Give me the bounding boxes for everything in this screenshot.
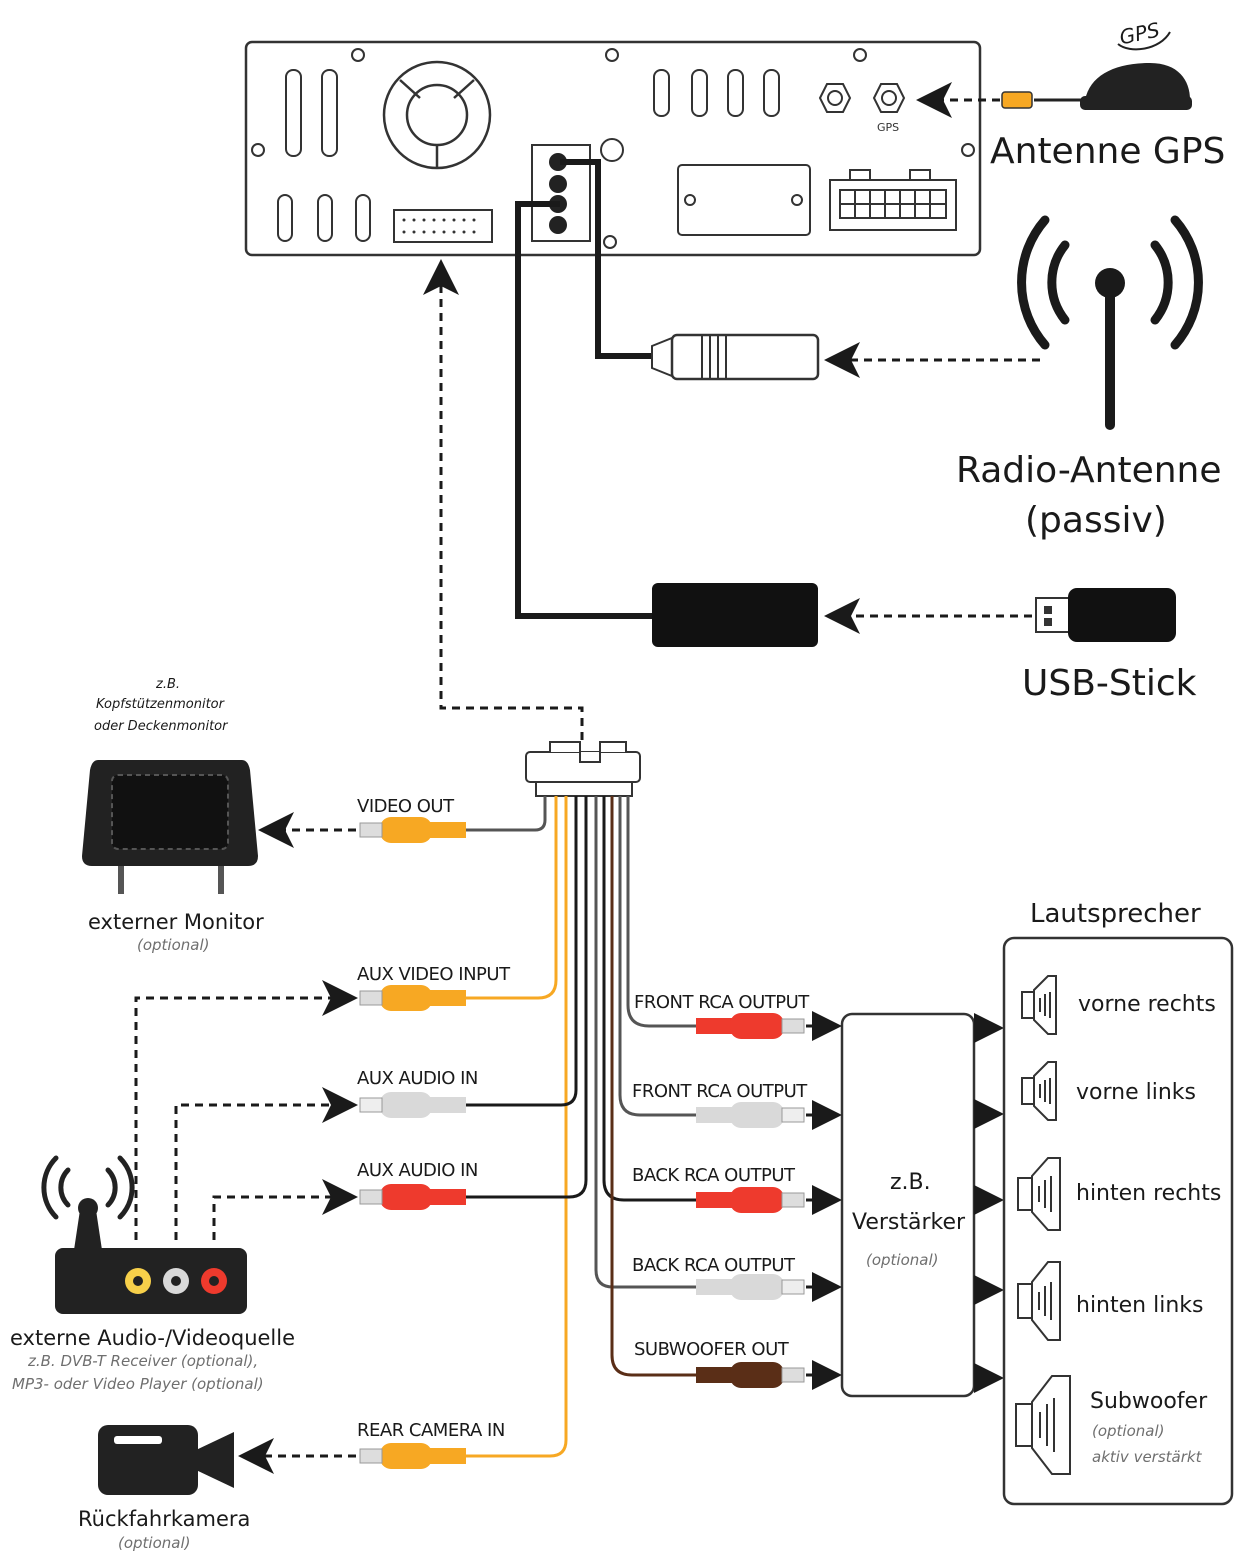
amplifier-box [840,1012,976,1398]
radio-antenna-label: Radio-Antenne [956,450,1222,491]
source-audio-left-arrow [174,1087,358,1240]
amplifier-line2: Verstärker [852,1210,966,1235]
rca-plug-video-out [359,817,466,843]
speakers-box [1002,936,1234,1506]
usb-plug [652,583,818,647]
label-front-rca-1: FRONT RCA OUTPUT [634,992,810,1013]
monitor-note-2: Kopfstützenmonitor [96,697,226,712]
subwoofer-note: aktiv verstärkt [1092,1448,1203,1466]
monitor-note-1: z.B. [155,677,180,692]
camera-icon [98,1425,234,1495]
label-video-out: VIDEO OUT [357,796,455,817]
radio-antenna-icon [1017,215,1203,430]
label-aux-audio-in-2: AUX AUDIO IN [357,1160,478,1181]
speaker-label: hinten rechts [1076,1181,1221,1206]
label-subwoofer-out: SUBWOOFER OUT [634,1339,790,1360]
power-connector [829,169,957,231]
label-aux-video-input: AUX VIDEO INPUT [357,964,511,985]
amplifier-line1: z.B. [890,1170,931,1195]
source-audio-right-arrow [212,1179,358,1240]
source-sub-1: z.B. DVB-T Receiver (optional), [27,1352,258,1370]
radio-antenna-head [1095,268,1125,298]
subwoofer-optional: (optional) [1092,1422,1165,1440]
rca-plug-subwoofer-out [696,1362,805,1388]
antenna-gps-label: Antenne GPS [990,131,1225,172]
gps-port-label: GPS [877,121,899,134]
fan-icon [382,60,492,170]
speaker-icon [1017,1261,1061,1341]
monitor-note-3: oder Deckenmonitor [94,719,229,734]
label-rear-camera-in: REAR CAMERA IN [357,1420,505,1441]
usb-stick-label: USB-Stick [1022,663,1197,704]
radio-antenna-sublabel: (passiv) [1025,500,1167,541]
rca-plug-aux-audio-in-red [359,1184,466,1210]
speaker-icon [1017,1157,1061,1231]
amp-input-arrows [806,1011,842,1390]
rca-plug-aux-audio-in-white [359,1092,466,1118]
source-sub-2: MP3- oder Video Player (optional) [12,1375,264,1393]
rca-plug-aux-video-input [359,985,466,1011]
harness-link-arrow [423,259,584,740]
monitor-title: externer Monitor [88,910,264,934]
speakers-title: Lautsprecher [1030,899,1201,929]
usb-stick-icon [1035,588,1176,642]
monitor-optional: (optional) [137,936,210,954]
antenna-socket [818,83,906,113]
antenna-cable [560,159,652,359]
label-back-rca-1: BACK RCA OUTPUT [632,1165,796,1186]
rca-plug-back-rca-red [696,1187,805,1213]
head-unit-rear-panel: GPS [244,40,982,257]
speaker-icon [1021,975,1057,1035]
speaker-label: hinten links [1076,1293,1203,1318]
speaker-label: vorne links [1076,1080,1196,1105]
rca-plug-back-rca-white [696,1274,805,1300]
cover-plate [677,164,811,236]
label-back-rca-2: BACK RCA OUTPUT [632,1255,796,1276]
harness-wires [460,796,700,1458]
external-source-icon [41,1155,247,1314]
subwoofer-icon [1015,1375,1071,1475]
amp-output-arrows [974,1013,1004,1393]
speaker-icon [1021,1061,1057,1121]
amplifier-optional: (optional) [866,1251,939,1269]
label-aux-audio-in-1: AUX AUDIO IN [357,1068,478,1089]
source-video-arrow [134,980,358,1240]
antenna-plug [651,333,820,381]
camera-optional: (optional) [118,1534,191,1552]
speaker-label: Subwoofer [1090,1389,1208,1414]
camera-title: Rückfahrkamera [78,1507,250,1531]
harness-connector [525,741,641,797]
rca-plug-front-rca-white [696,1102,805,1128]
rca-plug-front-rca-red [696,1013,805,1039]
speaker-label: vorne rechts [1078,992,1216,1017]
external-monitor-icon [82,760,258,894]
rca-plug-rear-camera-in [359,1443,466,1469]
source-title: externe Audio-/Videoquelle [10,1326,295,1350]
usb-cable [515,201,652,619]
label-front-rca-2: FRONT RCA OUTPUT [632,1081,808,1102]
connector-port [393,209,493,243]
gps-antenna: GPS [1001,17,1192,110]
